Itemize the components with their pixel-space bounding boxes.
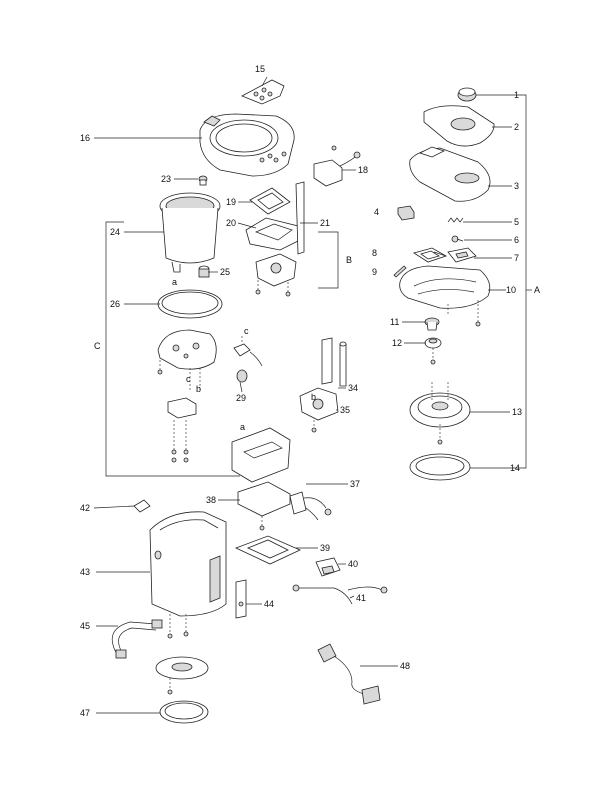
callout-18: 18 (358, 165, 368, 175)
callout-47: 47 (80, 708, 90, 718)
part-25-thermostat (198, 265, 210, 278)
callout-11: 11 (390, 317, 399, 327)
part-43-body-shell (149, 511, 227, 617)
part-3-inner-lid (409, 146, 491, 202)
callout-45: 45 (80, 621, 90, 631)
callout-6: 6 (514, 235, 519, 245)
part-6-screw (451, 235, 464, 243)
callout-29: 29 (236, 393, 246, 403)
part-10-lid-frame (399, 265, 491, 327)
callout-43: 43 (80, 567, 90, 577)
part-42-clip (133, 499, 151, 513)
callout-7: 7 (514, 253, 519, 263)
part-4-clip (397, 205, 415, 221)
callout-13: 13 (512, 407, 522, 417)
callout-39: 39 (320, 543, 330, 553)
part-11-valve-cap (424, 317, 440, 331)
callout-labels: 1 2 3 4 5 6 7 8 9 10 11 12 13 14 15 16 1… (80, 64, 540, 718)
callout-12: 12 (392, 338, 402, 348)
bottom-plate (155, 656, 209, 695)
callout-16: 16 (80, 133, 90, 143)
callout-42: 42 (80, 503, 90, 513)
connector-a-board: a (240, 422, 245, 432)
part-39-frame (234, 535, 301, 565)
part-16-top-housing (199, 113, 295, 177)
part-19-gasket (249, 187, 291, 215)
leader-lines (93, 76, 512, 714)
part-45-handle (111, 619, 163, 659)
part-2-lid-cover (423, 105, 495, 147)
part-7-button (447, 247, 477, 263)
part-24-inner-pot (159, 192, 221, 273)
part-26-ring (157, 289, 223, 319)
group-label-a: A (534, 285, 540, 295)
part-47-bottom-ring (159, 700, 209, 724)
connector-b-pump: b (311, 392, 316, 402)
part-9-pin (393, 265, 407, 278)
callout-24: 24 (110, 227, 120, 237)
callout-41: 41 (356, 593, 366, 603)
part-41-cord (292, 584, 388, 605)
part-14-seal-ring (409, 453, 471, 481)
part-1-knob (457, 87, 477, 102)
callout-23: 23 (161, 174, 171, 184)
part-23-cap (198, 175, 208, 186)
bracket-group-b (318, 231, 339, 289)
callout-15: 15 (255, 64, 265, 74)
callout-40: 40 (348, 559, 358, 569)
group-label-c: C (94, 341, 101, 351)
callout-26: 26 (110, 299, 120, 309)
base-screws (167, 614, 189, 639)
part-37-harness (289, 491, 332, 521)
callout-25: 25 (220, 267, 230, 277)
connector-a-top: a (172, 277, 177, 287)
callout-19: 19 (226, 197, 236, 207)
control-board-housing (231, 427, 291, 483)
callout-9: 9 (372, 267, 377, 277)
callout-34: 34 (348, 383, 358, 393)
callout-5: 5 (514, 217, 519, 227)
part-13-plate (409, 382, 471, 445)
bracket-group-a (508, 94, 532, 469)
fuse-block (167, 397, 197, 463)
part-15-panel-sheet (241, 79, 285, 105)
part-12-valve (424, 337, 442, 365)
part-38-board (237, 481, 291, 531)
callout-3: 3 (514, 181, 519, 191)
bracket-group-c (105, 221, 240, 477)
callout-10: 10 (506, 285, 516, 295)
part-20-bracket (245, 217, 301, 251)
part-44-window (235, 579, 247, 619)
connector-c-sensor: c (244, 326, 249, 336)
callout-44: 44 (264, 599, 274, 609)
part-48-power-cord (317, 643, 381, 705)
part-34-tube (321, 337, 347, 387)
callout-38: 38 (206, 495, 216, 505)
callout-37: 37 (350, 479, 360, 489)
callout-2: 2 (514, 122, 519, 132)
connector-b-base: b (196, 384, 201, 394)
callout-4: 4 (374, 207, 379, 217)
part-35-pump (299, 387, 339, 433)
part-18-switch (313, 145, 361, 187)
callout-48: 48 (400, 661, 410, 671)
callout-20: 20 (226, 218, 236, 228)
callout-14: 14 (510, 463, 520, 473)
group-label-b: B (346, 255, 352, 265)
part-5-spring (447, 217, 464, 223)
callout-8: 8 (372, 248, 377, 258)
callout-35: 35 (340, 405, 350, 415)
part-8-frame (413, 247, 447, 263)
part-40-switch-block (315, 557, 341, 577)
pump-assembly (255, 253, 297, 297)
heater-base (157, 329, 217, 392)
part-21-pipe (295, 181, 305, 255)
callout-21: 21 (320, 218, 330, 228)
part-29-sensor (233, 336, 263, 383)
connector-c-base: c (186, 374, 191, 384)
callout-1: 1 (514, 90, 519, 100)
